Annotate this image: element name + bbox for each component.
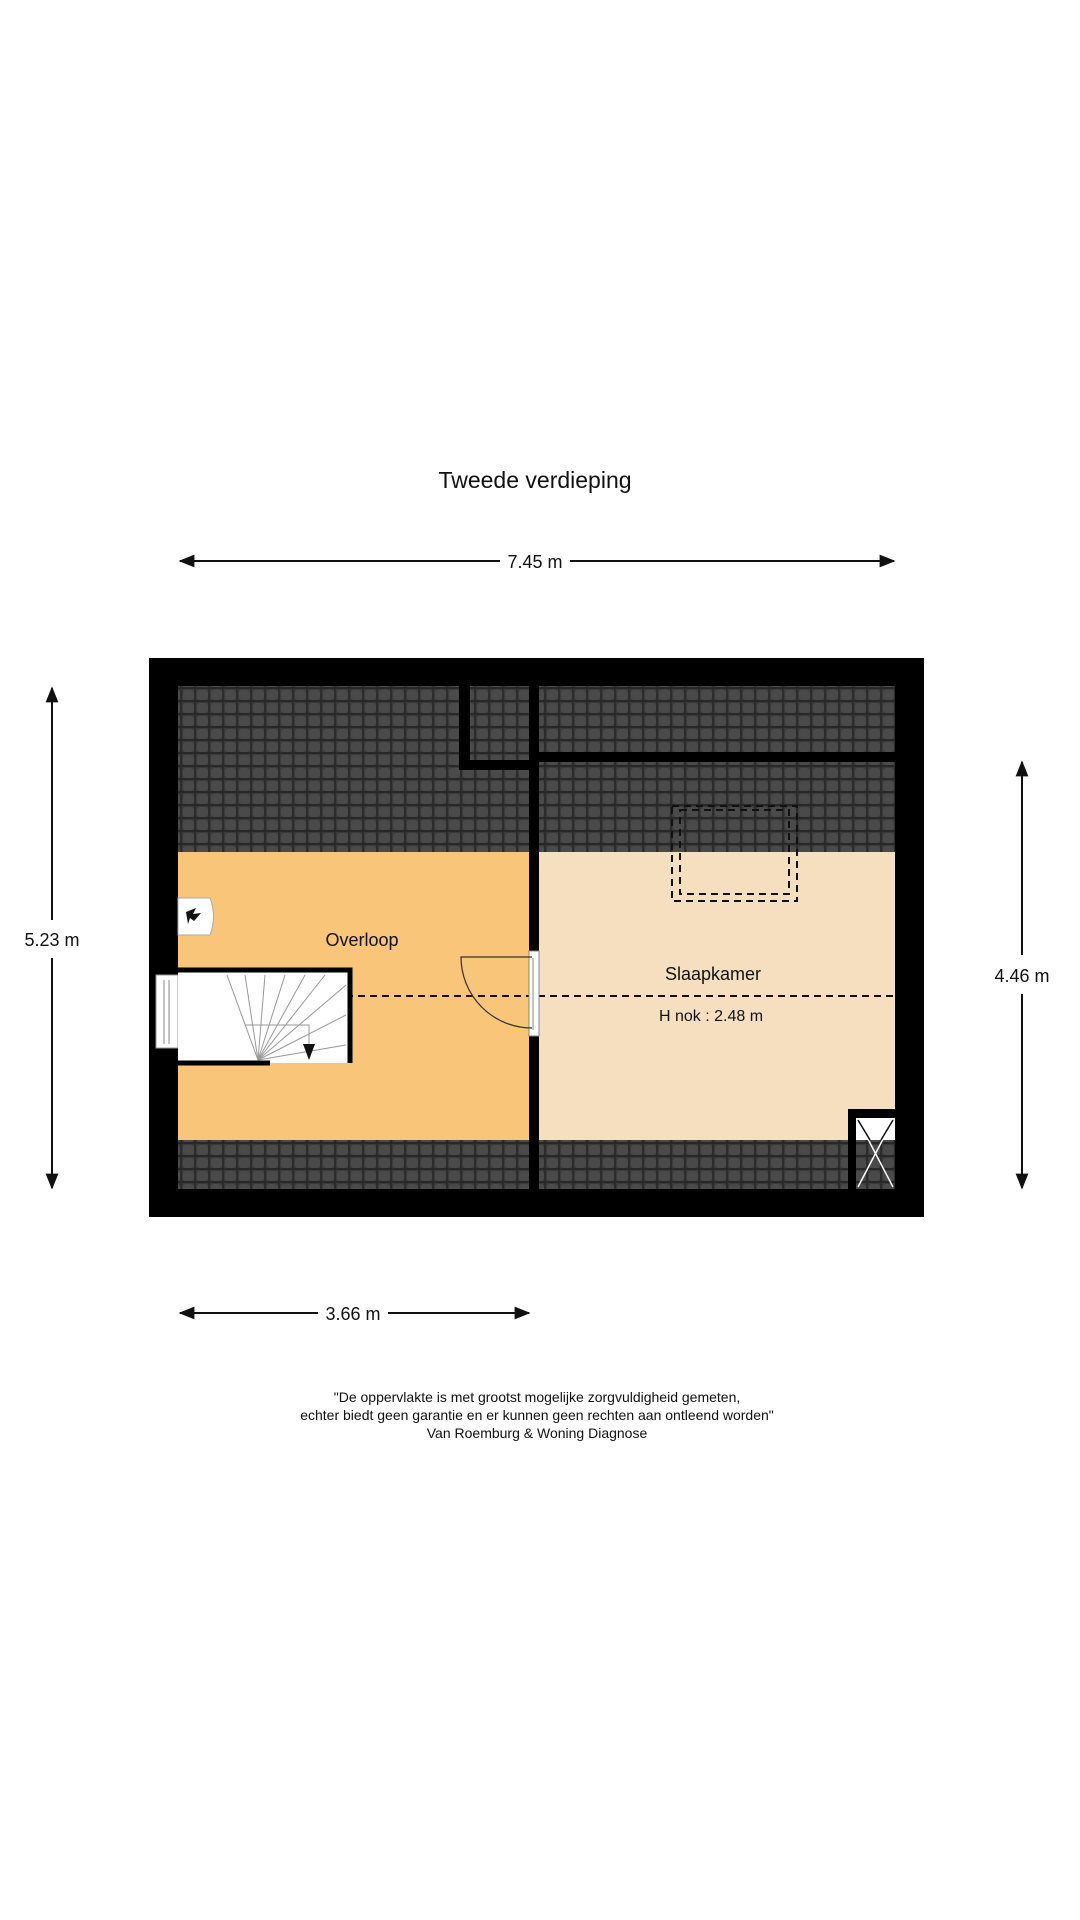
door [460, 950, 540, 1037]
chimney-wall-v [459, 686, 470, 770]
dimension-left-label: 5.23 m [24, 930, 79, 950]
skylight [671, 805, 798, 902]
dimension-bottom: 3.66 m [178, 1304, 531, 1324]
dimension-top: 7.45 m [178, 552, 896, 572]
shaft [848, 1109, 895, 1189]
dimension-right: 4.46 m [994, 760, 1050, 1190]
chimney-wall-h [459, 760, 531, 770]
dimension-right-label: 4.46 m [994, 966, 1049, 986]
dimension-top-label: 7.45 m [507, 552, 562, 572]
ridge-height-label: H nok : 2.48 m [659, 1008, 763, 1025]
svg-text:echter biedt geen garantie en: echter biedt geen garantie en er kunnen … [300, 1407, 774, 1423]
knee-wall-right [539, 752, 895, 762]
svg-text:Van Roemburg & Woning Diagnose: Van Roemburg & Woning Diagnose [427, 1425, 648, 1441]
window-left [155, 974, 179, 1049]
disclaimer: "De oppervlakte is met grootst mogelijke… [300, 1389, 774, 1441]
stair-direction-arrow-icon [303, 1044, 315, 1060]
middle-wall [529, 686, 539, 1189]
svg-text:"De oppervlakte is met grootst: "De oppervlakte is met grootst mogelijke… [334, 1389, 741, 1405]
boiler-icon [177, 897, 214, 936]
room-label-slaapkamer: Slaapkamer [665, 964, 761, 984]
floor-title: Tweede verdieping [438, 467, 631, 493]
dimension-left: 5.23 m [24, 686, 80, 1190]
room-label-overloop: Overloop [325, 930, 398, 950]
staircase [178, 967, 353, 1066]
dimension-bottom-label: 3.66 m [325, 1304, 380, 1324]
